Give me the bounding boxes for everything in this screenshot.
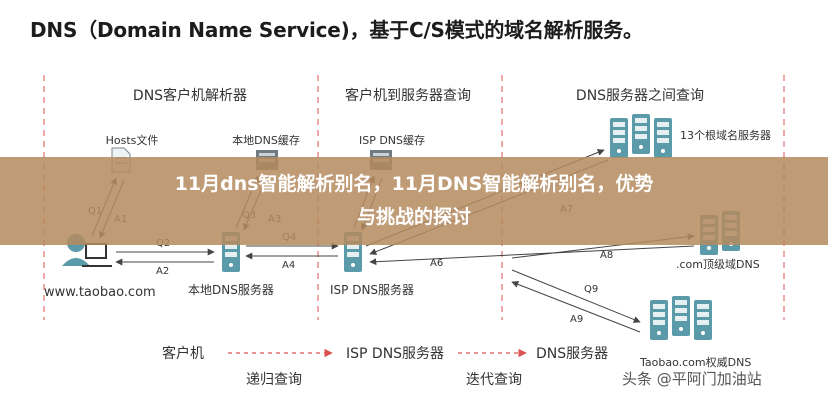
flow-isp-dns: ISP DNS服务器 (346, 346, 444, 362)
column-between-servers: DNS服务器之间查询 (576, 88, 704, 104)
banner-title-line1: 11月dns智能解析别名，11月DNS智能解析别名，优势 (174, 173, 654, 195)
node-hosts-file: Hosts文件 (106, 133, 159, 147)
label-a6: A6 (430, 258, 443, 269)
node-taobao-dns: Taobao.com权威DNS (639, 356, 751, 369)
arrow-a9 (511, 281, 641, 333)
title-banner: 11月dns智能解析别名，11月DNS智能解析别名，优势 与挑战的探讨 (0, 157, 828, 245)
banner-title-line2: 与挑战的探讨 (356, 206, 471, 228)
taobao-dns-servers-icon (650, 296, 712, 340)
flow-client: 客户机 (162, 345, 204, 362)
node-root-servers: 13个根域名服务器 (680, 128, 771, 142)
node-local-dns-server: 本地DNS服务器 (188, 282, 274, 297)
node-com-tld: .com顶级域DNS (676, 258, 760, 271)
node-isp-cache: ISP DNS缓存 (359, 133, 425, 147)
arrow-a6 (369, 245, 695, 266)
label-a2: A2 (156, 266, 169, 277)
column-client-to-server: 客户机到服务器查询 (345, 87, 471, 104)
label-a8: A8 (600, 250, 613, 261)
label-q9: Q9 (584, 284, 598, 295)
flow-iterative-label: 迭代查询 (466, 372, 522, 388)
node-client-url: www.taobao.com (44, 285, 156, 300)
column-client-resolver: DNS客户机解析器 (133, 87, 247, 104)
root-servers-icon (610, 114, 672, 158)
flow-dns-server: DNS服务器 (536, 346, 608, 362)
label-a9: A9 (570, 314, 583, 325)
node-isp-dns-server: ISP DNS服务器 (330, 282, 414, 297)
label-a4: A4 (282, 260, 295, 271)
flow-recursive-label: 递归查询 (246, 371, 302, 388)
watermark: 头条 @平阿门加油站 (622, 370, 762, 388)
page-title: DNS（Domain Name Service)，基于C/S模式的域名解析服务。 (30, 18, 643, 42)
node-local-cache: 本地DNS缓存 (232, 133, 300, 147)
arrow-q9 (511, 269, 641, 323)
